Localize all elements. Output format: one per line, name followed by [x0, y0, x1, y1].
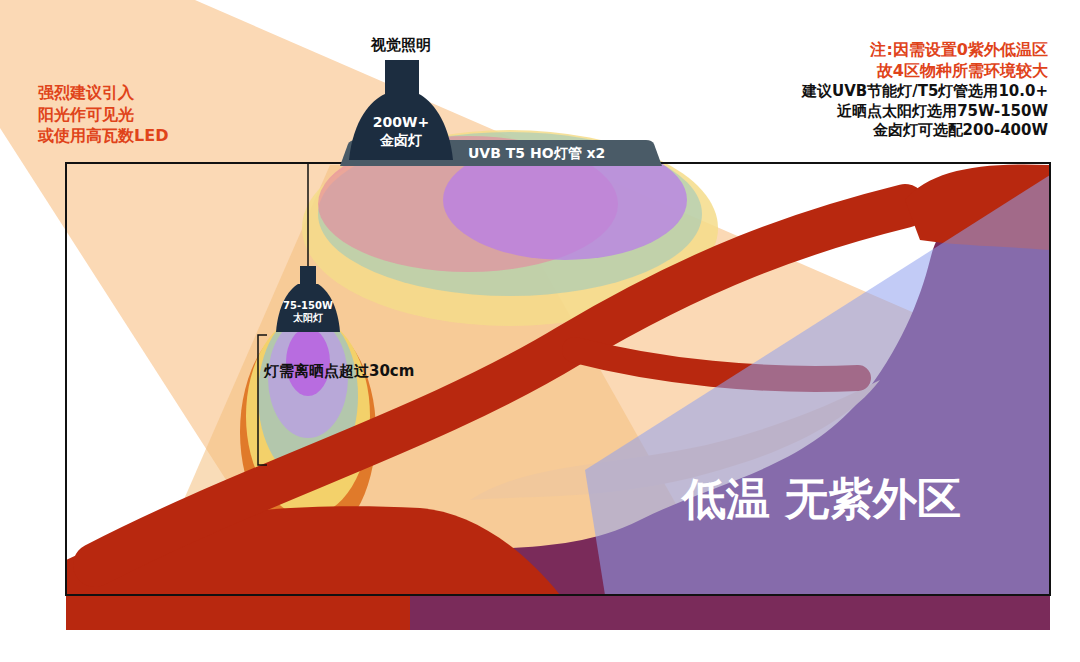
metal-halide-lamp: 视觉照明 200W+ 金卤灯 — [345, 36, 457, 160]
note-text: 强烈建议引入 阳光作可见光 或使用高瓦数LED — [38, 82, 208, 147]
lamp-cord — [307, 163, 309, 268]
distance-label: 灯需离晒点超过30cm — [264, 362, 414, 381]
low-temp-zone — [585, 175, 1050, 595]
lamp-label: 75-150W 太阳灯 — [280, 300, 336, 324]
lamp-heading: 视觉照明 — [345, 36, 457, 55]
lamp-label: 200W+ 金卤灯 — [366, 114, 436, 149]
enclosure-outline — [66, 163, 1050, 595]
fixture-label: UVB T5 HO灯管 x2 — [468, 144, 605, 162]
note-text: 注:因需设置0紫外低温区 故4区物种所需环境较大 — [748, 40, 1048, 82]
basking-lamp: 75-150W 太阳灯 — [276, 266, 340, 332]
distance-bracket — [258, 335, 267, 465]
ground-strip — [410, 595, 1050, 630]
note-text: 建议UVB节能灯/T5灯管选用10.0+ 近晒点太阳灯选用75W-150W 金卤… — [748, 82, 1048, 141]
ground-strip — [66, 595, 410, 630]
zone-label: 低温 无紫外区 — [682, 470, 961, 529]
